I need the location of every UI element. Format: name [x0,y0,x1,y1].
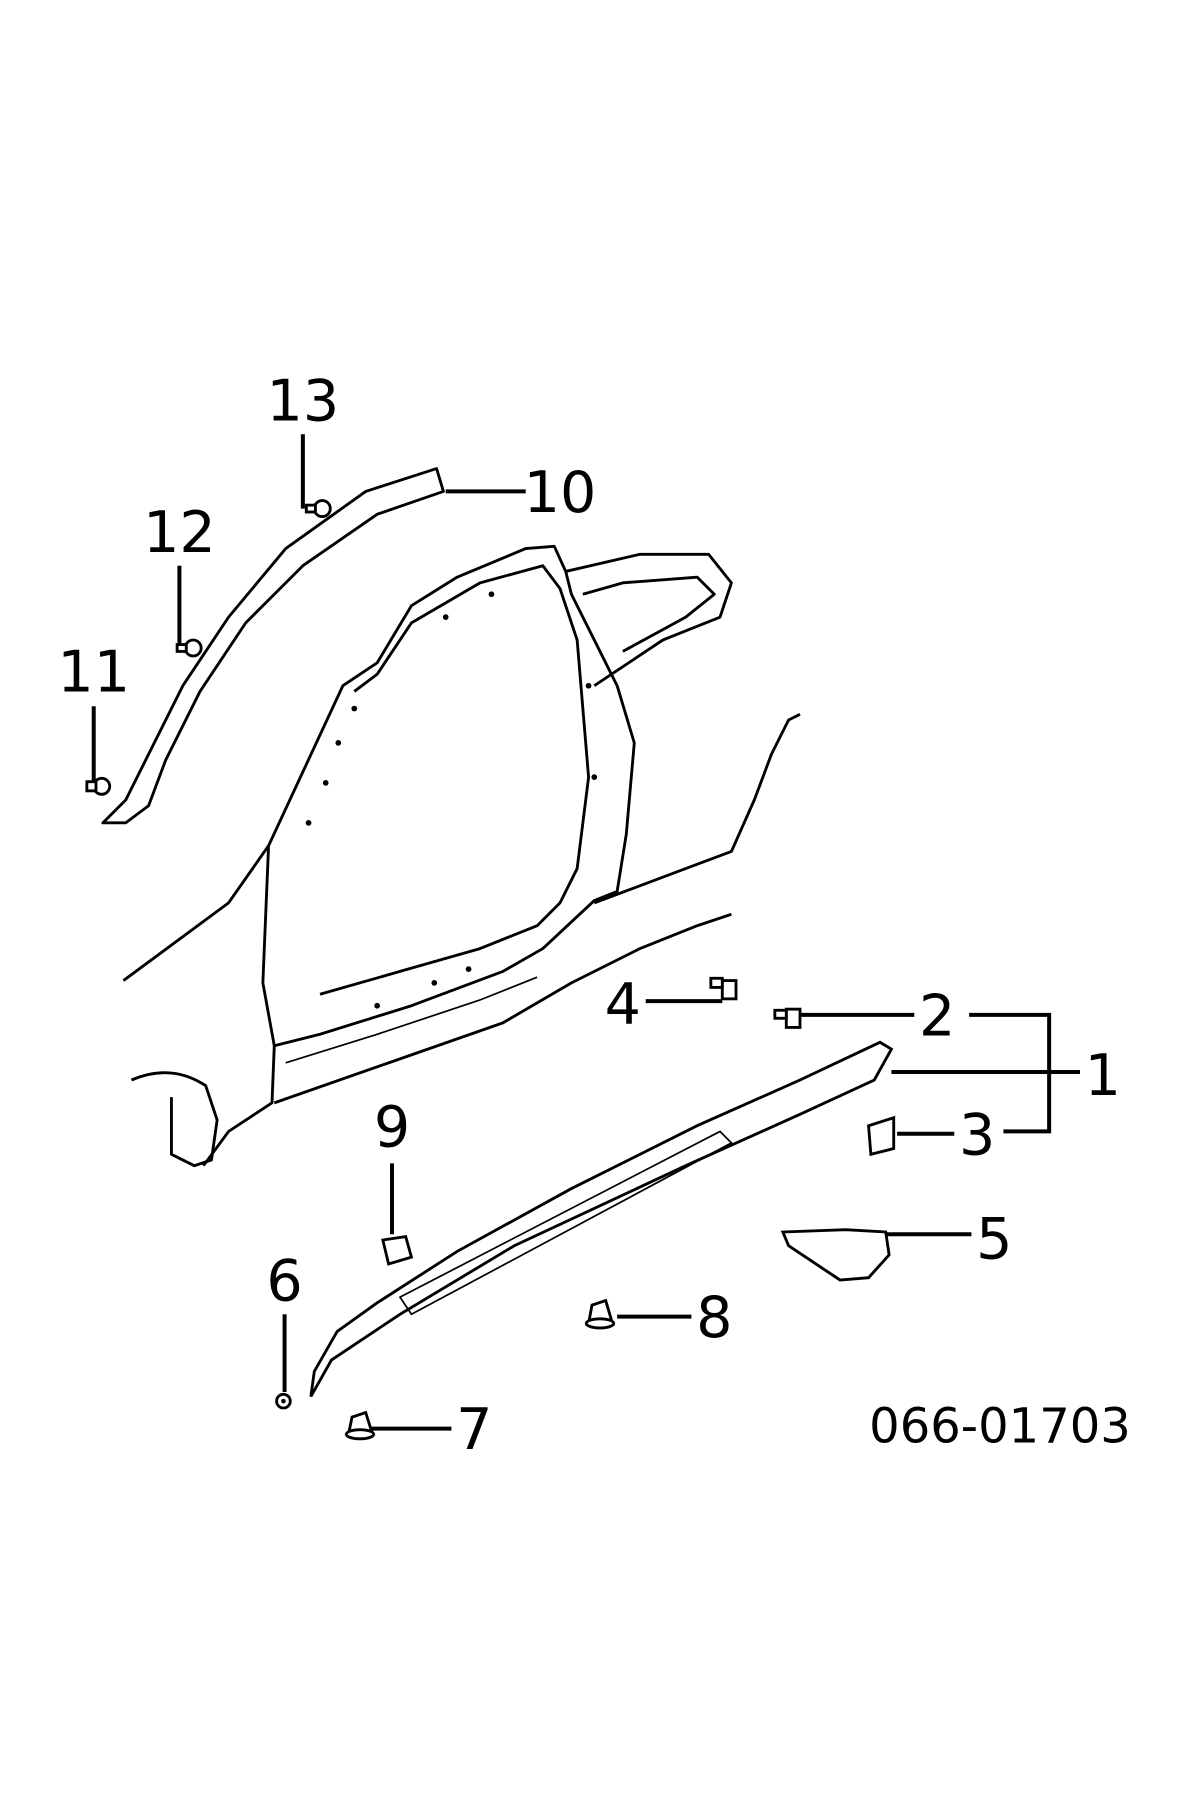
screw-6 [275,1392,292,1410]
callout-12: 12 [143,500,216,566]
callout-11: 11 [57,639,130,705]
callout-7: 7 [456,1397,492,1463]
callout-5: 5 [976,1206,1012,1272]
diagram-id: 066-01703 [869,1398,1131,1454]
body-side-panel [122,544,801,1168]
fastener-13 [304,499,332,518]
rocker-molding [309,1040,894,1398]
callout-6: 6 [266,1249,302,1315]
clip-9 [381,1234,414,1266]
callout-8: 8 [696,1285,732,1351]
callout-10: 10 [524,460,597,526]
clip-7 [344,1410,376,1441]
holes [305,591,598,1009]
fastener-11 [85,776,112,796]
callout-3: 3 [959,1102,995,1168]
leader-lines [91,434,1080,1431]
bracket-5 [780,1228,891,1282]
callout-4: 4 [605,972,641,1038]
callout-2: 2 [919,983,955,1049]
callout-13: 13 [267,369,340,435]
clip-4 [709,976,738,1001]
pad-3 [867,1115,896,1157]
clip-8 [584,1298,616,1330]
callout-9: 9 [374,1094,410,1160]
roof-molding [101,467,445,825]
callout-1: 1 [1085,1043,1121,1109]
fastener-12 [175,638,203,658]
clip-2 [773,1007,802,1029]
